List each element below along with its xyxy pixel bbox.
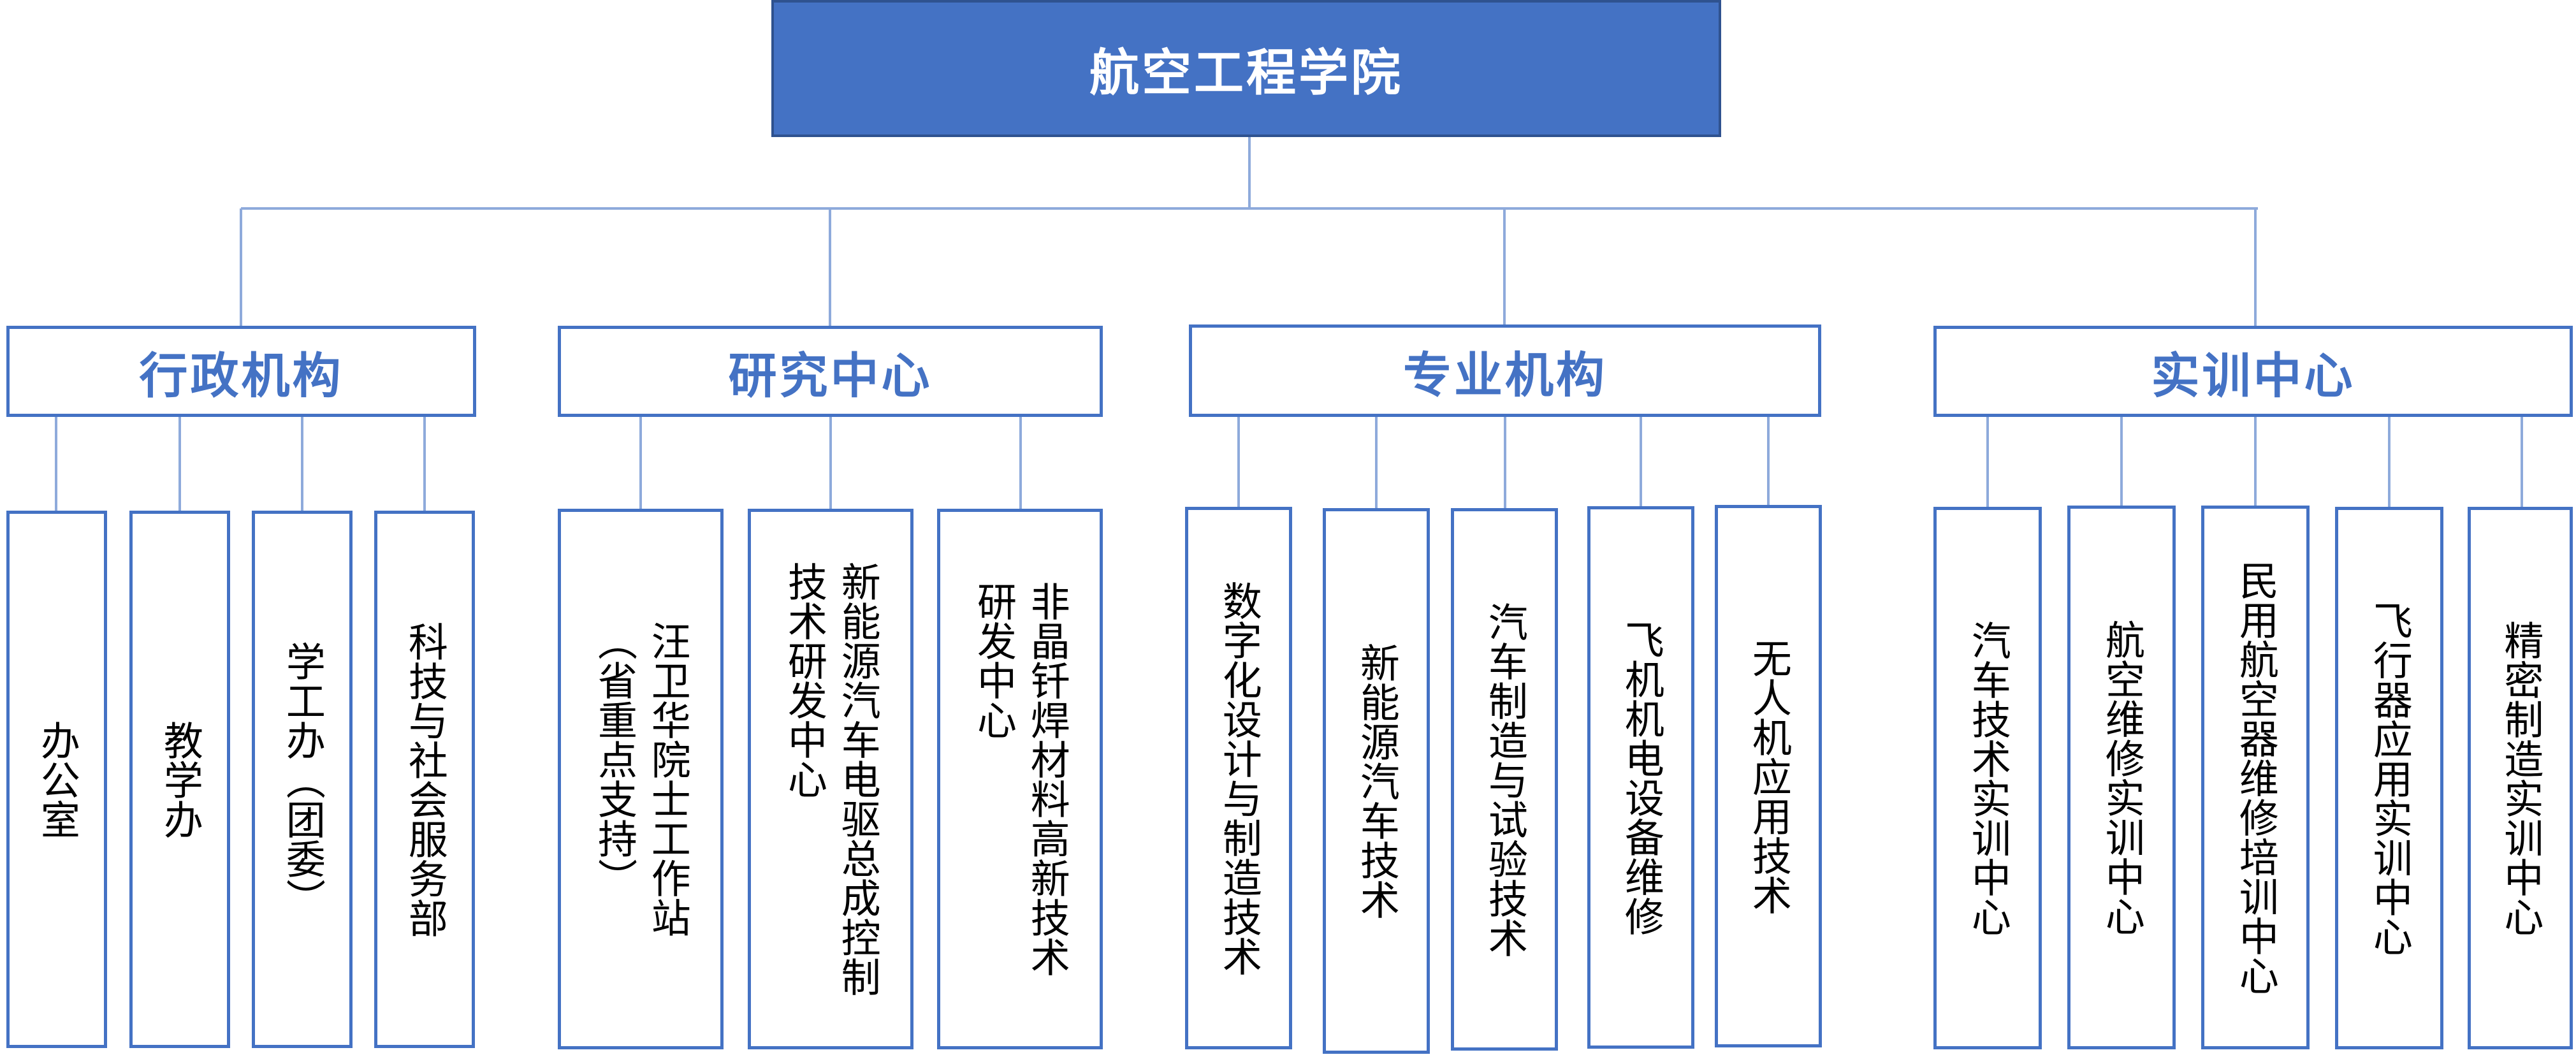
leaf-label: 非晶钎焊材料高新技术 研发中心 bbox=[970, 581, 1070, 977]
leaf-label: 科技与社会服务部 bbox=[401, 621, 448, 938]
leaf-label: 精密制造实训中心 bbox=[2497, 620, 2544, 936]
category-label: 行政机构 bbox=[139, 347, 344, 404]
leaf-aircraft-application-training: 飞行器应用实训中心 bbox=[2335, 507, 2443, 1049]
leaf-label: 教学办 bbox=[156, 720, 203, 839]
leaf-label: 航空维修实训中心 bbox=[2098, 619, 2145, 936]
leaf-student-affairs: 学工办（团委） bbox=[252, 511, 353, 1048]
category-training: 实训中心 bbox=[1933, 326, 2573, 417]
category-label: 专业机构 bbox=[1403, 346, 1607, 404]
leaf-label: 汽车技术实训中心 bbox=[1964, 620, 2011, 936]
leaf-auto-manufacturing: 汽车制造与试验技术 bbox=[1451, 508, 1558, 1051]
leaf-teaching-office: 教学办 bbox=[129, 511, 230, 1048]
category-admin: 行政机构 bbox=[6, 326, 476, 417]
category-majors: 专业机构 bbox=[1189, 324, 1821, 417]
leaf-new-energy-vehicle: 新能源汽车技术 bbox=[1323, 508, 1430, 1054]
leaf-label: 办公室 bbox=[33, 720, 80, 839]
leaf-label: 学工办（团委） bbox=[279, 641, 326, 918]
leaf-tech-service: 科技与社会服务部 bbox=[374, 511, 475, 1048]
leaf-aviation-training: 航空维修实训中心 bbox=[2067, 506, 2176, 1049]
leaf-label: 飞行器应用实训中心 bbox=[2366, 600, 2413, 956]
leaf-label: 新能源汽车电驱总成控制 技术研发中心 bbox=[781, 562, 881, 996]
leaf-academician-station: 汪卫华院士工作站 （省重点支持） bbox=[558, 509, 724, 1049]
category-label: 实训中心 bbox=[2151, 347, 2355, 404]
leaf-label: 飞机机电设备维修 bbox=[1617, 619, 1664, 936]
leaf-digital-design: 数字化设计与制造技术 bbox=[1185, 507, 1292, 1049]
leaf-drone-application: 无人机应用技术 bbox=[1715, 505, 1822, 1047]
leaf-auto-training: 汽车技术实训中心 bbox=[1933, 507, 2042, 1049]
leaf-amorphous-brazing-center: 非晶钎焊材料高新技术 研发中心 bbox=[937, 509, 1103, 1049]
leaf-label: 无人机应用技术 bbox=[1745, 638, 1792, 915]
leaf-label: 汽车制造与试验技术 bbox=[1481, 601, 1528, 958]
leaf-label: 汪卫华院士工作站 （省重点支持） bbox=[591, 621, 691, 937]
leaf-label: 民用航空器维修培训中心 bbox=[2232, 560, 2279, 995]
leaf-office: 办公室 bbox=[6, 511, 107, 1048]
root-node: 航空工程学院 bbox=[771, 0, 1721, 137]
category-label: 研究中心 bbox=[728, 347, 933, 404]
leaf-precision-manufacturing-training: 精密制造实训中心 bbox=[2468, 507, 2573, 1049]
leaf-label: 数字化设计与制造技术 bbox=[1215, 580, 1262, 976]
category-research: 研究中心 bbox=[558, 326, 1103, 417]
root-label: 航空工程学院 bbox=[1089, 44, 1403, 102]
leaf-ev-drive-center: 新能源汽车电驱总成控制 技术研发中心 bbox=[748, 509, 913, 1049]
leaf-label: 新能源汽车技术 bbox=[1353, 643, 1400, 919]
leaf-aircraft-maintenance: 飞机机电设备维修 bbox=[1587, 506, 1694, 1049]
leaf-civil-aircraft-training: 民用航空器维修培训中心 bbox=[2201, 506, 2310, 1049]
